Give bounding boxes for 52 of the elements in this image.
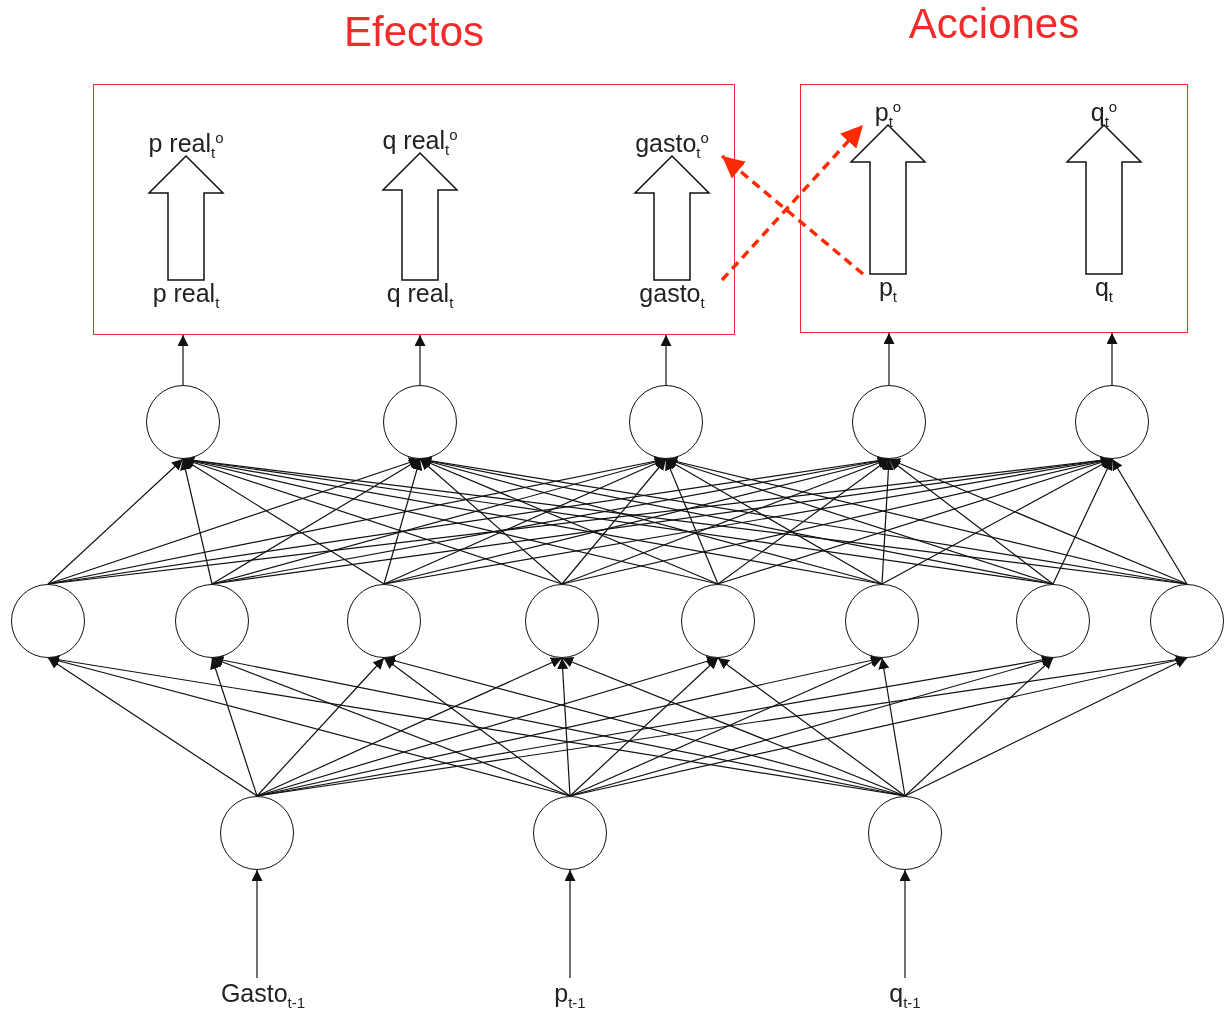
arrow bbox=[899, 869, 911, 979]
arrow bbox=[1106, 332, 1118, 386]
arrow bbox=[717, 458, 890, 585]
arrow bbox=[665, 458, 883, 585]
block-arrow bbox=[849, 123, 927, 275]
arrow bbox=[256, 657, 563, 797]
arrow bbox=[211, 458, 421, 585]
arrow bbox=[569, 657, 719, 797]
arrow bbox=[383, 657, 571, 797]
variable-label: p$_{t}$ bbox=[878, 274, 898, 300]
dashed-arrow bbox=[720, 154, 865, 276]
variable-label: p real$_{t}$ bbox=[152, 280, 220, 306]
arrow bbox=[904, 657, 1054, 797]
arrow bbox=[251, 869, 263, 979]
variable-label: Gasto$_{t-1}$ bbox=[220, 980, 306, 1006]
arrow bbox=[414, 334, 426, 386]
block-arrow bbox=[381, 151, 459, 281]
arrow bbox=[564, 869, 576, 979]
arrow bbox=[1052, 458, 1113, 585]
panel-title: Acciones bbox=[907, 0, 1081, 48]
arrow bbox=[1111, 458, 1188, 585]
variable-label: p$_{t-1}$ bbox=[554, 980, 586, 1006]
variable-label: q$_{t}$ bbox=[1094, 274, 1114, 300]
arrow bbox=[665, 458, 719, 585]
arrow bbox=[660, 334, 672, 386]
arrow bbox=[383, 458, 423, 585]
arrow bbox=[180, 458, 213, 585]
arrow bbox=[211, 656, 571, 797]
block-arrow bbox=[633, 154, 711, 281]
variable-label: gasto$_{t}$ bbox=[639, 280, 705, 306]
arrow bbox=[888, 458, 1054, 585]
arrow bbox=[47, 458, 184, 585]
arrow bbox=[881, 458, 894, 585]
arrow bbox=[881, 458, 1113, 585]
arrow bbox=[256, 657, 385, 797]
arrow bbox=[210, 657, 258, 797]
block-arrow bbox=[1065, 123, 1143, 275]
arrow bbox=[717, 657, 906, 797]
arrow bbox=[883, 332, 895, 386]
arrow bbox=[878, 657, 906, 797]
arrow bbox=[47, 657, 258, 797]
dashed-arrow bbox=[720, 123, 865, 282]
arrow bbox=[177, 334, 189, 386]
arrow bbox=[904, 657, 1188, 797]
block-arrow bbox=[147, 154, 225, 281]
panel-title: Efectos bbox=[342, 8, 486, 56]
variable-label: q real$_{t}$ bbox=[386, 280, 454, 306]
arrow bbox=[419, 458, 563, 585]
arrow bbox=[561, 458, 667, 585]
arrow bbox=[182, 458, 385, 585]
variable-label: q$_{t-1}$ bbox=[889, 980, 921, 1006]
arrow bbox=[557, 657, 571, 797]
